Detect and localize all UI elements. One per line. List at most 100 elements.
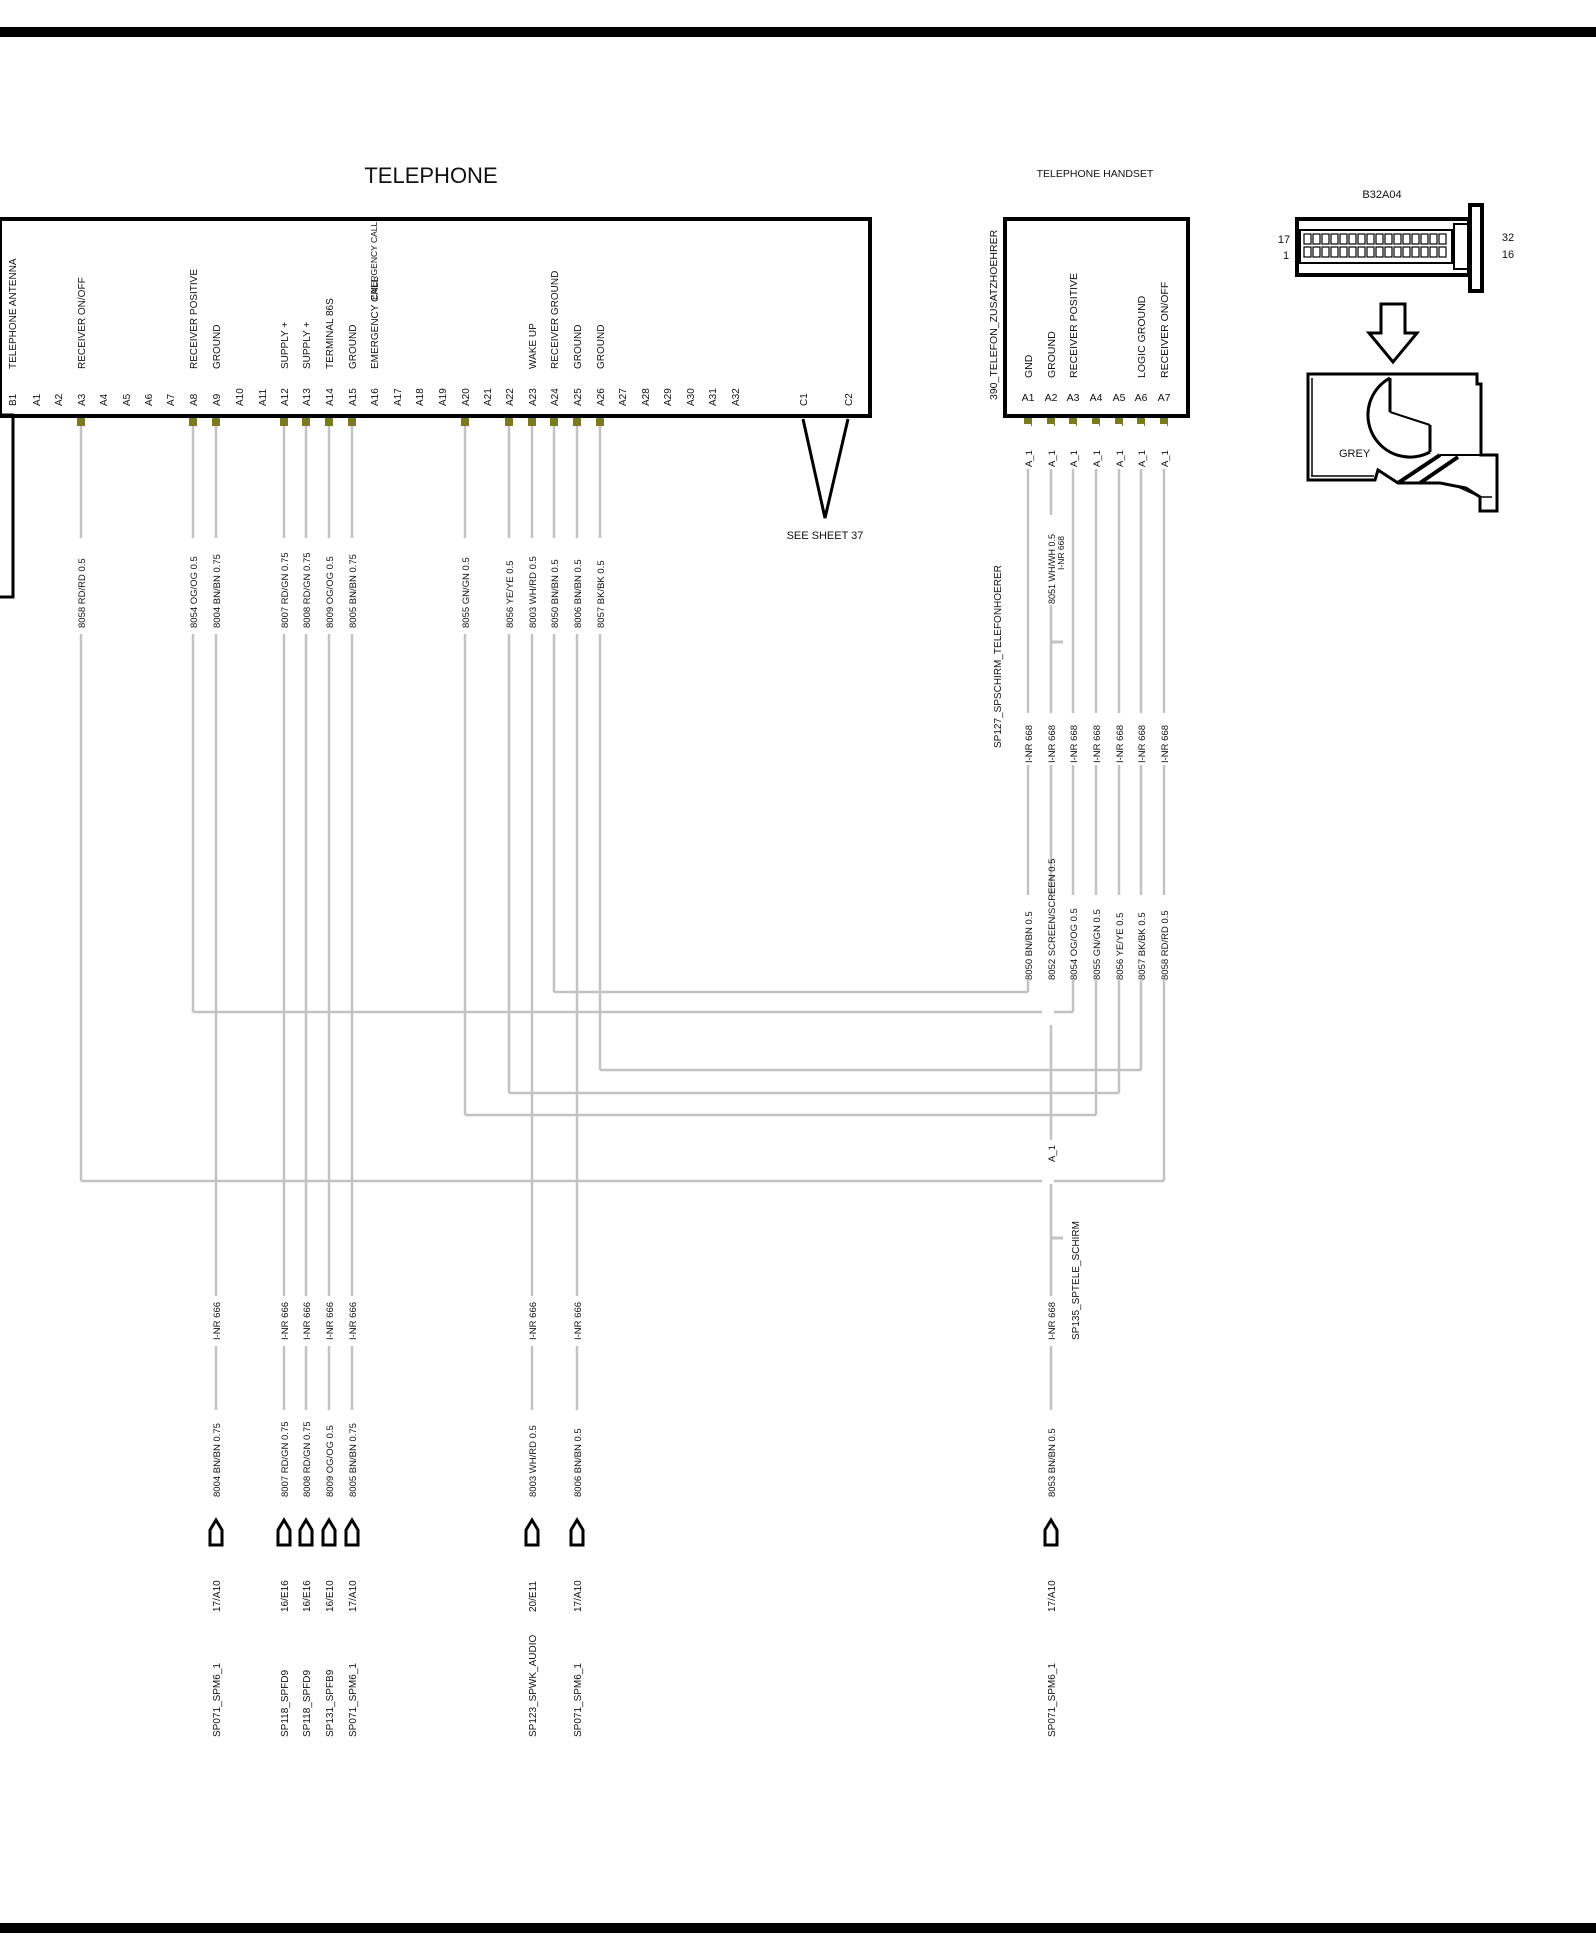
handset-pin-function-a2: GROUND xyxy=(1046,331,1058,378)
connector-pin-cell xyxy=(1429,246,1438,258)
handset-pin-tag-a3: A_1 xyxy=(1069,450,1080,467)
pin-id-c1: C1 xyxy=(799,393,810,406)
handset-pin-id-a2: A2 xyxy=(1045,392,1058,404)
page-ref-a25: 17/A10 xyxy=(573,1580,584,1612)
handset-wire-label-a2: 8052 SCREEN/SCREEN 0.5 xyxy=(1047,859,1058,980)
connector-pin-cell xyxy=(1357,233,1366,245)
wire-label-bg xyxy=(320,1410,332,1500)
connector-pin-label-tl: 17 xyxy=(1278,234,1290,246)
wire-label-a25: 8006 BN/BN 0.5 xyxy=(573,559,584,628)
pin-id-a14: A14 xyxy=(325,388,336,406)
terminal-layer xyxy=(77,418,1168,1547)
page-ref-a9: 17/A10 xyxy=(212,1580,223,1612)
connector-pin-cell xyxy=(1303,246,1312,258)
handset-inr-a7: I-NR 668 xyxy=(1160,725,1171,763)
wire-label-bg xyxy=(275,1410,287,1500)
connector-body-inner xyxy=(1299,229,1453,264)
handset-wire-label-a1: 8050 BN/BN 0.5 xyxy=(1024,911,1035,980)
wire-label-bg xyxy=(1042,895,1054,1025)
wire-label-a15: 8005 BN/BN 0.75 xyxy=(348,554,359,628)
wire-label-bg xyxy=(591,538,603,634)
connector-pin-cell xyxy=(1438,246,1447,258)
pin-id-a12: A12 xyxy=(280,388,291,406)
connector-end-icon xyxy=(344,1517,360,1547)
connector-pin-cell xyxy=(1339,246,1348,258)
handset-pin-id-a6: A6 xyxy=(1135,392,1148,404)
pin-id-a22: A22 xyxy=(505,388,516,406)
connector-end-icon xyxy=(569,1517,585,1547)
pin-function-a14: TERMINAL 86S xyxy=(325,298,336,369)
telephone-title: TELEPHONE xyxy=(364,163,497,188)
dest-splice-a13: SP118_SPFD9 xyxy=(302,1669,313,1737)
wire-label-bg xyxy=(568,1410,580,1500)
pin-id-a29: A29 xyxy=(663,388,674,406)
connector-pin-cell xyxy=(1366,233,1375,245)
connector-pin-cell xyxy=(1393,233,1402,245)
connector-color-label: GREY xyxy=(1339,448,1371,460)
pin-id-b1: B1 xyxy=(8,393,19,406)
connector-pin-cell xyxy=(1420,233,1429,245)
handset-pin-function-a7: RECEIVER ON/OFF xyxy=(1159,282,1171,378)
connector-pin-cell xyxy=(1393,246,1402,258)
pin-function-a12: SUPPLY + xyxy=(280,322,291,369)
connector-pin-cell xyxy=(1321,233,1330,245)
page-ref-a12: 16/E16 xyxy=(280,1580,291,1612)
connector-pin-cell xyxy=(1312,233,1321,245)
wire-label-bg xyxy=(523,1296,535,1346)
wire-label-bg xyxy=(1042,1140,1054,1184)
handset-wire-label-a6: 8057 BK/BK 0.5 xyxy=(1137,912,1148,980)
terminal-a13 xyxy=(302,418,310,426)
handset-title: TELEPHONE HANDSET xyxy=(1037,168,1154,180)
wire-label-a24: 8050 BN/BN 0.5 xyxy=(550,559,561,628)
handset-inr-a6: I-NR 668 xyxy=(1137,725,1148,763)
handset-pin-tag-a2: A_1 xyxy=(1047,450,1058,467)
wire-label-bg xyxy=(1087,895,1099,980)
wire-label-a3: 8058 RD/RD 0.5 xyxy=(77,558,88,628)
pin-id-a8: A8 xyxy=(189,393,200,406)
page-ref-a15: 17/A10 xyxy=(348,1580,359,1612)
handset-terminal-a7 xyxy=(1160,418,1168,426)
inr-label-a25: I-NR 666 xyxy=(573,1302,584,1340)
handset-pin-function-a1: GND xyxy=(1023,354,1035,378)
handset-inr-a4: I-NR 668 xyxy=(1092,725,1103,763)
handset-pin-id-a3: A3 xyxy=(1067,392,1080,404)
wire-label-bg xyxy=(1019,424,1031,469)
connector-pin-label-br: 16 xyxy=(1502,249,1514,261)
pin-function-a13: SUPPLY + xyxy=(302,322,313,369)
wire-label-bg xyxy=(1155,895,1167,980)
wire-label-a22: 8056 YE/YE 0.5 xyxy=(505,561,516,628)
pin-id-a16: A16 xyxy=(370,388,381,406)
wire-label-bg xyxy=(1064,713,1076,765)
pin-function-a15: GROUND xyxy=(348,325,359,369)
handset-lower-inr: I-NR 668 xyxy=(1047,1302,1058,1340)
wire-label-bg xyxy=(1019,895,1031,980)
wire-label-bg xyxy=(343,538,355,634)
pin-function-a25: GROUND xyxy=(573,325,584,369)
wire-label-bg xyxy=(1042,1410,1054,1500)
wire-label-bg xyxy=(1064,895,1076,980)
connector-pin-cell xyxy=(1348,233,1357,245)
pin-id-a17: A17 xyxy=(393,388,404,406)
pin-id-a25: A25 xyxy=(573,388,584,406)
terminal-a25 xyxy=(573,418,581,426)
handset-wire-label-a7: 8058 RD/RD 0.5 xyxy=(1160,910,1171,980)
terminal-a22 xyxy=(505,418,513,426)
pin-id-a5: A5 xyxy=(122,393,133,406)
wire-label-a8: 8054 OG/OG 0.5 xyxy=(189,556,200,628)
handset-lower-dest-splice: SP071_SPM6_1 xyxy=(1047,1663,1058,1737)
handset-lower-ref: 17/A10 xyxy=(1047,1580,1058,1612)
handset-terminal-a2 xyxy=(1047,418,1055,426)
connector-pin-cell xyxy=(1321,246,1330,258)
handset-pin-id-a7: A7 xyxy=(1158,392,1171,404)
wire-label-bg xyxy=(1019,713,1031,765)
wire-label-bg xyxy=(320,1296,332,1346)
pin-id-a11: A11 xyxy=(258,389,269,406)
handset-wire-label-a5: 8056 YE/YE 0.5 xyxy=(1115,913,1126,980)
wire-lower-label-a14: 8009 OG/OG 0.5 xyxy=(325,1425,336,1497)
connector-pin-cell xyxy=(1357,246,1366,258)
connector-pin-cell xyxy=(1375,246,1384,258)
connector-end-icon xyxy=(524,1517,540,1547)
shield-wire-label: 8051 WH/WH 0.5 xyxy=(1047,534,1057,604)
